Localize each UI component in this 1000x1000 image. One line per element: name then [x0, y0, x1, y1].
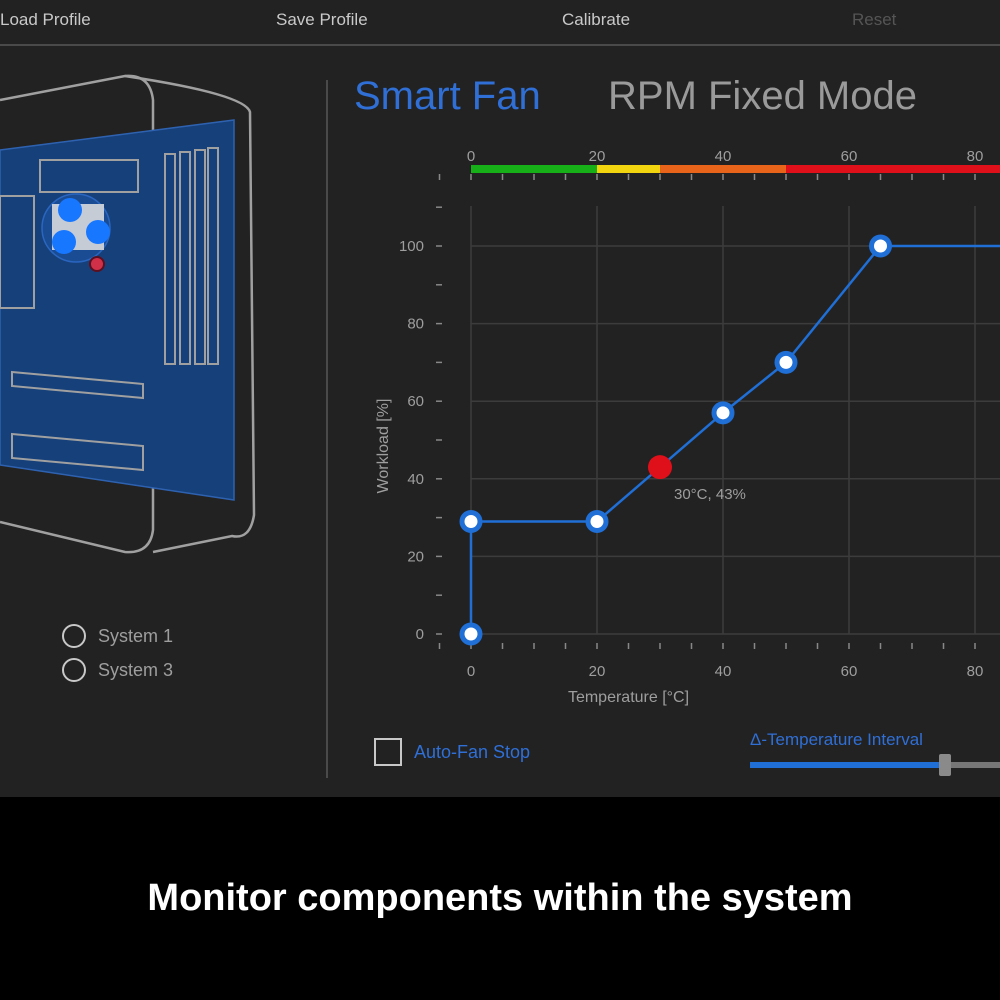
tab-smart-fan[interactable]: Smart Fan [354, 74, 541, 118]
curve-point [459, 622, 483, 646]
curve-point [459, 509, 483, 533]
y-tick-label: 40 [407, 471, 424, 488]
x-tick-label: 20 [589, 663, 606, 680]
curve-point [585, 509, 609, 533]
x-axis-label: Temperature [°C] [568, 689, 689, 706]
reset-button[interactable]: Reset [852, 10, 897, 29]
chart-grid [470, 206, 1000, 635]
ram-slot-4 [207, 147, 219, 365]
fan-control-app: Load Profile Save Profile Calibrate Rese… [0, 0, 1000, 797]
y-tick-label: 20 [407, 548, 424, 565]
pc-case-illustration [0, 74, 256, 554]
x-tick-label: 0 [467, 663, 475, 680]
gauge-tick-label: 60 [841, 148, 858, 165]
system-1-label: System 1 [98, 625, 174, 646]
system-3-radio[interactable]: System 3 [62, 658, 173, 682]
pcie-slot-1 [11, 370, 144, 400]
fan-curve-chart: 0 20 40 60 80 0 20 40 60 80 100 0 20 40 60 80Temperatu… [375, 148, 1000, 706]
x-tick-label: 80 [967, 663, 984, 680]
gauge-band [471, 165, 597, 173]
ram-slot-2 [179, 151, 191, 365]
checkbox-icon [374, 738, 402, 766]
x-tick-label: 60 [841, 663, 858, 680]
curve-point [711, 401, 735, 425]
calibrate-button[interactable]: Calibrate [562, 10, 631, 29]
selected-point-label: 30°C, 43% [674, 486, 746, 503]
caption: Monitor components within the system [147, 877, 853, 919]
y-tick-label: 60 [407, 393, 424, 410]
save-profile-button[interactable]: Save Profile [276, 10, 368, 29]
gauge-tick-label: 40 [715, 148, 732, 165]
gauge-tick-label: 0 [467, 148, 475, 165]
selected-point [648, 455, 672, 480]
temperature-interval-label: Δ-Temperature Interval [750, 730, 923, 749]
panel-divider [326, 80, 328, 778]
y-tick-label: 80 [407, 316, 424, 333]
radio-circle-icon [62, 624, 86, 648]
gauge-band [660, 165, 786, 173]
curve-point [774, 350, 798, 374]
temperature-interval-slider[interactable] [750, 754, 1000, 776]
fan-curve-line [469, 244, 1000, 634]
gauge-tick-label: 80 [967, 148, 984, 165]
slider-thumb[interactable] [939, 754, 951, 776]
gauge-band [597, 165, 660, 173]
curve-point [869, 234, 892, 258]
x-tick-label: 40 [715, 663, 732, 680]
fan-curve: 30°C, 43% [459, 234, 1000, 646]
ram-slot-1 [164, 153, 176, 365]
fan-icon[interactable] [41, 193, 111, 272]
gauge-band [786, 165, 1000, 173]
y-tick-label: 0 [416, 626, 424, 643]
gauge-tick-label: 20 [589, 148, 606, 165]
auto-fan-stop-label: Auto-Fan Stop [414, 741, 531, 762]
slider-fill [750, 762, 945, 768]
auto-fan-stop-checkbox[interactable]: Auto-Fan Stop [374, 738, 530, 766]
temperature-gauge-scale: 0 20 40 60 80 [438, 148, 1000, 180]
tab-rpm-fixed-mode[interactable]: RPM Fixed Mode [608, 74, 917, 118]
y-axis-label: Workload [%] [375, 399, 392, 494]
side-slot [0, 195, 35, 309]
cpu-slot [39, 159, 139, 193]
load-profile-button[interactable]: Load Profile [0, 10, 91, 29]
system-1-radio[interactable]: System 1 [62, 624, 173, 648]
radio-circle-icon [62, 658, 86, 682]
system-3-label: System 3 [98, 659, 174, 680]
pcie-slot-2 [11, 432, 144, 472]
ram-slot-3 [194, 149, 206, 365]
y-tick-label: 100 [399, 238, 424, 255]
case-side-outline [124, 74, 256, 554]
toolbar-divider [0, 44, 1000, 46]
